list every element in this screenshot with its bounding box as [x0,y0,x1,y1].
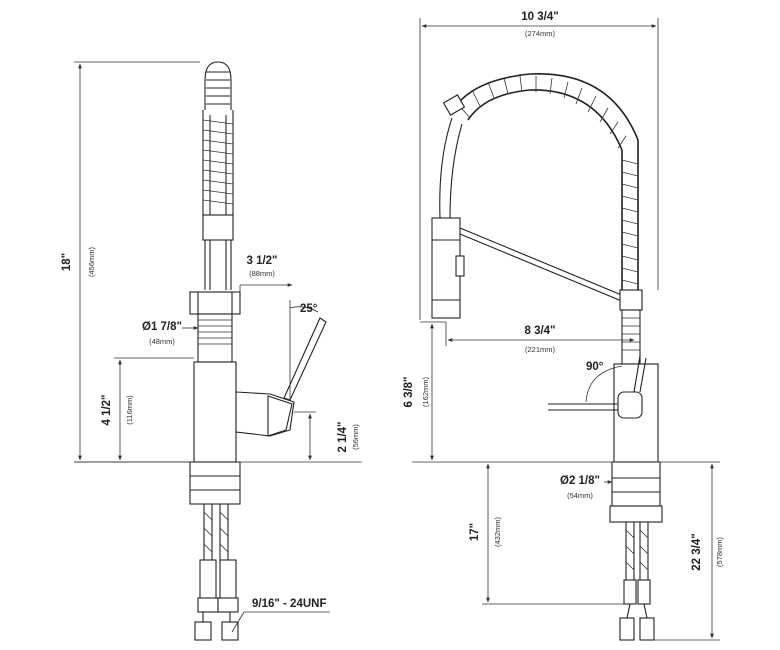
front-spring-arc [442,73,639,290]
handle-height-value: 2 1/4" [337,421,349,452]
front-spray-head [431,217,465,319]
dimension-handle-rotation: 90° [585,361,623,403]
spout-reach-metric: (221mm) [525,345,556,354]
supply-line-metric: (432mm) [493,517,502,548]
side-reach-value: 3 1/2" [246,255,277,267]
side-supply-lines [189,461,241,641]
handle-rotation-value: 90° [586,361,604,373]
overall-width-metric: (274mm) [525,29,556,38]
overall-height-metric: (456mm) [87,247,96,278]
front-view: 10 3/4" (274mm) 8 3/4" (221mm) 90° 6 3/8… [403,11,724,641]
dimension-handle-angle: 25° [289,300,319,400]
side-spray-head [189,214,241,363]
total-below-deck-metric: (578mm) [715,537,724,568]
dimension-spout-reach: 8 3/4" (221mm) [445,322,635,354]
side-handle [235,317,327,437]
front-support-arm [459,227,625,297]
front-collar [619,289,643,311]
side-view: 18" (456mm) 3 1/2" (88mm) 25° Ø1 7/8" (4… [61,61,362,641]
dimension-spout-clearance: 6 3/8" (162mm) [403,321,446,461]
body-height-metric: (116mm) [125,395,134,425]
overall-width-value: 10 3/4" [521,11,558,23]
spout-clearance-metric: (162mm) [421,377,430,408]
spout-reach-value: 8 3/4" [524,325,555,337]
dimension-supply-line-length: 17" (432mm) [469,463,624,605]
dimension-total-below-deck: 22 3/4" (578mm) [654,463,724,641]
total-below-deck-value: 22 3/4" [691,533,703,570]
dimension-handle-height: 2 1/4" (56mm) [294,411,360,461]
dimension-connection-thread: 9/16" - 24UNF [231,598,330,633]
front-hose [439,117,463,219]
supply-line-value: 17" [469,523,481,541]
overall-height-value: 18" [61,253,73,271]
body-height-value: 4 1/2" [101,394,113,425]
front-supply-lines [609,461,663,641]
dimension-body-height: 4 1/2" (116mm) [101,357,194,461]
dimension-side-reach: 3 1/2" (88mm) [239,255,293,292]
base-diameter-value: Ø1 7/8" [142,321,182,333]
spout-clearance-value: 6 3/8" [403,376,415,407]
side-spring-coil [204,61,232,110]
dimension-overall-width: 10 3/4" (274mm) [419,11,659,320]
dimension-shank-diameter: Ø2 1/8" (54mm) [560,475,613,500]
shank-diameter-metric: (54mm) [567,491,593,500]
base-diameter-metric: (48mm) [149,337,175,346]
handle-height-metric: (56mm) [351,424,360,450]
connection-thread-value: 9/16" - 24UNF [252,598,326,610]
side-faucet-body [193,361,237,463]
shank-diameter-value: Ø2 1/8" [560,475,600,487]
side-reach-metric: (88mm) [249,269,275,278]
front-handle [548,355,647,419]
handle-angle-value: 25° [300,303,318,315]
dimension-base-diameter: Ø1 7/8" (48mm) [142,321,199,346]
side-spring-column [202,110,234,215]
